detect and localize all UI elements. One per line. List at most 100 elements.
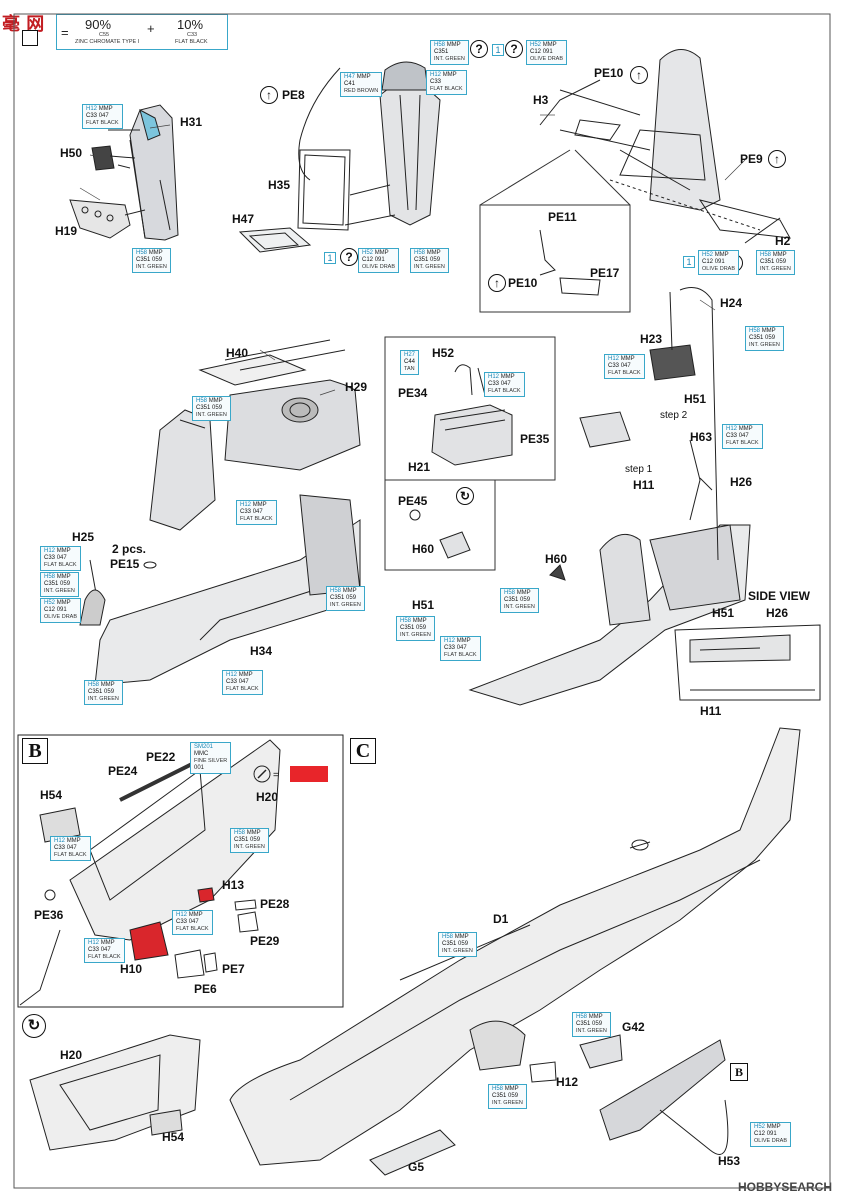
paint-m: MMP — [504, 1086, 519, 1092]
paint-n: 059 — [416, 625, 427, 631]
paint-h: H58 — [504, 590, 516, 596]
label-h20b: H20 — [60, 1048, 83, 1062]
paint-c: C33 — [430, 79, 442, 85]
label-pe17: PE17 — [590, 266, 620, 280]
paint-c: C351 — [196, 405, 211, 411]
paint-name: OLIVE DRAB — [754, 1138, 788, 1144]
label-h54: H54 — [40, 788, 63, 802]
label-h40: H40 — [226, 346, 249, 360]
paint-name: OLIVE DRAB — [530, 56, 564, 62]
paint-c: C351 — [504, 597, 519, 603]
section-b-drawing — [19, 739, 281, 1006]
floor-h34-drawing — [79, 339, 361, 686]
label-pe10b: PE10 — [508, 276, 538, 290]
paint-name: INT. GREEN — [400, 632, 431, 638]
paint-n: 047 — [620, 363, 631, 369]
bend-arrow-icon: ↑ — [488, 274, 506, 292]
label-h3: H3 — [533, 93, 549, 107]
paint-c: C12 — [754, 1131, 766, 1137]
paint-n: 059 — [508, 1093, 519, 1099]
paint-c: C351 — [492, 1093, 507, 1099]
paint-callout-int-green: H58 MMP C351 059 INT. GREEN — [132, 248, 171, 273]
paint-h: H58 — [44, 574, 56, 580]
paint-callout-tan: H27 C44 TAN — [400, 350, 420, 375]
pe11-inset-frame — [479, 204, 631, 313]
label-h63: H63 — [690, 430, 713, 444]
paint-name: INT. GREEN — [234, 844, 265, 850]
paint-name: INT. GREEN — [414, 264, 445, 270]
site-logo-text: 毫 网 — [2, 14, 45, 35]
paint-m: MMP — [761, 328, 776, 334]
paint-h: H12 — [54, 838, 66, 844]
paint-c: C33 — [726, 433, 738, 439]
paint-n: 047 — [500, 381, 511, 387]
paint-callout-int-green: H58 MMP C351 059 INT. GREEN — [438, 932, 477, 957]
paint-callout-olive-drab: H52 MMP C12 091 OLIVE DRAB — [698, 250, 740, 275]
paint-c: C351 — [760, 259, 775, 265]
section-c-drawing — [229, 727, 801, 1176]
section-c-letter: C — [350, 738, 376, 764]
paint-h: H12 — [430, 72, 442, 78]
seat-pe10-drawing — [539, 49, 791, 244]
paint-h: H58 — [234, 830, 246, 836]
label-pe28: PE28 — [260, 897, 290, 911]
paint-name: TAN — [404, 366, 415, 372]
paint-callout-olive-drab: H52 MMP C12 091 OLIVE DRAB — [526, 40, 568, 65]
paint-n: 047 — [56, 555, 67, 561]
paint-n: 059 — [592, 1021, 603, 1027]
paint-h: H12 — [176, 912, 188, 918]
paint-name: INT. GREEN — [196, 412, 227, 418]
paint-h: H47 — [344, 74, 356, 80]
rotate-icon: ↻ — [456, 487, 474, 505]
cockpit-assembly-drawing — [468, 287, 751, 706]
section-b-ref-letter: B — [730, 1063, 748, 1081]
paint-n: 059 — [776, 259, 787, 265]
paint-n: 047 — [66, 845, 77, 851]
label-pe29: PE29 — [250, 934, 280, 948]
label-h2: H2 — [775, 234, 791, 248]
label-h51b: H51 — [412, 598, 435, 612]
paint-n: 059 — [152, 257, 163, 263]
label-pe8: PE8 — [282, 88, 305, 102]
paint-h: H12 — [88, 940, 100, 946]
paint-callout-flat-black: H12 MMP C33 047 FLAT BLACK — [440, 636, 481, 661]
paint-m: MMP — [516, 590, 531, 596]
paint-n: 059 — [346, 595, 357, 601]
paint-n: 059 — [212, 405, 223, 411]
label-h34: H34 — [250, 644, 273, 658]
paint-name: INT. GREEN — [492, 1100, 523, 1106]
paint-n: 047 — [188, 919, 199, 925]
paint-h: H12 — [240, 502, 252, 508]
paint-name: INT. GREEN — [330, 602, 361, 608]
paint-callout-int-green: H58 MMP C351 059 INT. GREEN — [40, 572, 79, 597]
paint-callout-olive-drab: H52 MMP C12 091 OLIVE DRAB — [40, 598, 82, 623]
paint-n: 059 — [765, 335, 776, 341]
paint-m: MMP — [588, 1014, 603, 1020]
label-side-view: SIDE VIEW — [748, 589, 811, 603]
count-box: 1 — [492, 44, 504, 56]
paint-c: C351 — [44, 581, 59, 587]
label-step1: step 1 — [625, 464, 653, 475]
paint-c: C351 — [749, 335, 764, 341]
paint-name: INT. GREEN — [504, 604, 535, 610]
paint-callout-fine-silver: SM201 MMC FINE SILVER 001 — [190, 742, 232, 774]
paint-c: C33 — [240, 509, 252, 515]
paint-callout-flat-black: H12 MMP C33 047 FLAT BLACK — [84, 938, 125, 963]
paint-h: SM201 — [194, 744, 214, 750]
paint-callout-flat-black: H12 MMP C33 047 FLAT BLACK — [236, 500, 277, 525]
label-pe36: PE36 — [34, 908, 64, 922]
paint-m: MMP — [188, 912, 203, 918]
paint-h: H58 — [400, 618, 412, 624]
label-h26b: H26 — [766, 606, 789, 620]
mix-name2: FLAT BLACK — [175, 39, 208, 45]
label-h19: H19 — [55, 224, 78, 238]
paint-h: H12 — [488, 374, 500, 380]
paint-m: MMP — [620, 356, 635, 362]
paint-name: INT. GREEN — [434, 56, 465, 62]
paint-m: MMP — [714, 252, 729, 258]
paint-callout-olive-drab: H52 MMP C12 091 OLIVE DRAB — [750, 1122, 792, 1147]
label-pe9: PE9 — [740, 152, 763, 166]
paint-c: C351 — [88, 689, 103, 695]
svg-text:=: = — [273, 770, 279, 781]
paint-m: MMP — [342, 588, 357, 594]
